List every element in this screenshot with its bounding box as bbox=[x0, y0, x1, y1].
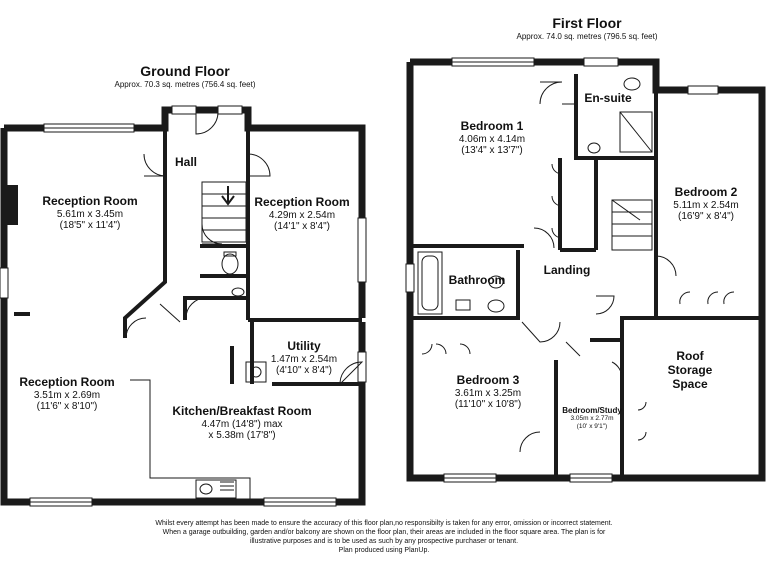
roof-storage-line-1: Roof bbox=[676, 349, 704, 363]
bathroom-label: Bathroom bbox=[448, 273, 506, 287]
reception-room-3-dims: 3.51m x 2.69m bbox=[33, 389, 101, 401]
first-floor-title: First Floor bbox=[552, 15, 622, 31]
bedroom-1-dims: 4.06m x 4.14m bbox=[458, 133, 526, 145]
reception-room-2-name: Reception Room bbox=[254, 195, 350, 209]
bedroom-2: Bedroom 2 5.11m x 2.54m (16'9" x 8'4") bbox=[673, 185, 739, 223]
reception-room-2-dims: 4.29m x 2.54m bbox=[268, 209, 336, 221]
landing-label: Landing bbox=[543, 263, 591, 277]
kitchen-imperial: x 5.38m (17'8") bbox=[208, 430, 276, 442]
bedroom-3-dims: 3.61m x 3.25m bbox=[454, 387, 522, 399]
roof-storage-line-3: Space bbox=[672, 376, 708, 391]
reception-room-3-name: Reception Room bbox=[19, 375, 115, 389]
bedroom-2-name: Bedroom 2 bbox=[674, 185, 738, 199]
utility-name: Utility bbox=[287, 339, 321, 353]
first-floor-windows bbox=[405, 57, 719, 483]
ground-floor-windows bbox=[0, 105, 367, 507]
kitchen-name: Kitchen/Breakfast Room bbox=[172, 404, 312, 418]
utility-room: Utility 1.47m x 2.54m (4'10" x 8'4") bbox=[270, 339, 338, 377]
bedroom-1: Bedroom 1 4.06m x 4.14m (13'4" x 13'7") bbox=[458, 119, 526, 157]
ground-floor-stairs bbox=[201, 181, 247, 243]
hall-label: Hall bbox=[174, 155, 198, 169]
bedroom-study-dims: 3.05m x 2.77m bbox=[570, 415, 614, 423]
chimney-breast bbox=[6, 185, 18, 225]
bedroom-1-name: Bedroom 1 bbox=[460, 119, 524, 133]
first-floor-area: Approx. 74.0 sq. metres (796.5 sq. feet) bbox=[516, 32, 658, 41]
reception-room-3: Reception Room 3.51m x 2.69m (11'6" x 8'… bbox=[12, 375, 122, 413]
first-floor-wardrobes bbox=[421, 163, 735, 441]
disclaimer-line-1: Whilst every attempt has been made to en… bbox=[155, 520, 613, 527]
bathroom-fittings bbox=[417, 251, 505, 315]
kitchen-fittings bbox=[130, 361, 267, 500]
kitchen-breakfast-room: Kitchen/Breakfast Room 4.47m (14'8") max… bbox=[167, 404, 317, 442]
reception-room-1-imperial: (18'5" x 11'4") bbox=[59, 220, 121, 232]
ensuite-fittings bbox=[587, 77, 653, 154]
reception-room-1: Reception Room 5.61m x 3.45m (18'5" x 11… bbox=[35, 194, 145, 232]
disclaimer-line-4: Plan produced using PlanUp. bbox=[338, 547, 430, 555]
bedroom-1-imperial: (13'4" x 13'7") bbox=[461, 145, 523, 157]
roof-storage-space: Roof Storage Space bbox=[667, 349, 713, 391]
reception-room-1-name: Reception Room bbox=[42, 194, 138, 208]
bedroom-study: Bedroom/Study 3.05m x 2.77m (10' x 9'1") bbox=[562, 406, 622, 430]
en-suite-label: En-suite bbox=[584, 91, 632, 105]
bedroom-3: Bedroom 3 3.61m x 3.25m (11'10" x 10'8") bbox=[454, 373, 522, 411]
utility-dims: 1.47m x 2.54m bbox=[270, 353, 338, 365]
first-floor-walls bbox=[406, 58, 766, 482]
bedroom-study-imperial: (10' x 9'1") bbox=[576, 422, 608, 430]
ground-floor-partitions bbox=[14, 128, 362, 386]
ground-floor-title: Ground Floor bbox=[140, 63, 230, 79]
reception-room-2: Reception Room 4.29m x 2.54m (14'1" x 8'… bbox=[252, 195, 352, 233]
bedroom-3-imperial: (11'10" x 10'8") bbox=[454, 399, 522, 411]
disclaimer: Whilst every attempt has been made to en… bbox=[84, 519, 684, 555]
reception-room-2-imperial: (14'1" x 8'4") bbox=[274, 221, 330, 233]
stairs-arrow bbox=[221, 186, 235, 206]
bedroom-2-dims: 5.11m x 2.54m bbox=[673, 199, 739, 211]
roof-storage-line-2: Storage bbox=[667, 362, 713, 377]
reception-room-3-imperial: (11'6" x 8'10") bbox=[36, 401, 98, 413]
bedroom-2-imperial: (16'9" x 8'4") bbox=[678, 211, 734, 223]
kitchen-dims: 4.47m (14'8") max bbox=[201, 418, 283, 430]
first-floor-stairs bbox=[611, 199, 653, 251]
first-floor-partitions bbox=[410, 74, 760, 478]
utility-imperial: (4'10" x 8'4") bbox=[276, 365, 332, 377]
bedroom-3-name: Bedroom 3 bbox=[456, 373, 520, 387]
ground-floor-sanitary bbox=[221, 251, 245, 297]
first-floor-doors bbox=[519, 81, 677, 453]
disclaimer-line-2: When a garage outbuilding, garden and/or… bbox=[162, 529, 606, 537]
reception-room-1-dims: 5.61m x 3.45m bbox=[56, 208, 124, 220]
ground-floor-area: Approx. 70.3 sq. metres (756.4 sq. feet) bbox=[114, 80, 256, 89]
disclaimer-line-3: illustrative purposes and is to be used … bbox=[249, 538, 519, 546]
bedroom-study-name: Bedroom/Study bbox=[562, 406, 622, 415]
